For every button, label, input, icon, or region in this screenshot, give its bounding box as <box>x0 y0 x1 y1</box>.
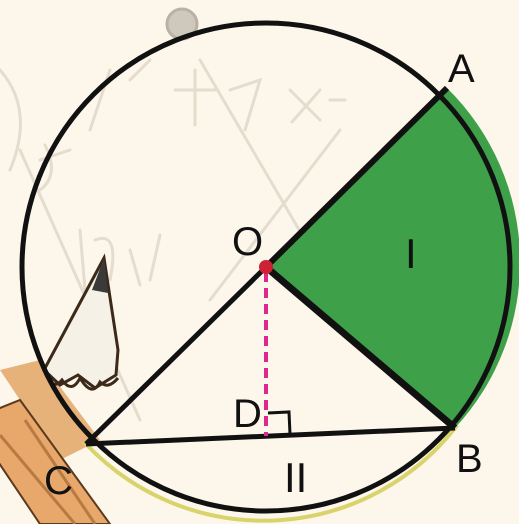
label-region-ii: II <box>284 454 307 501</box>
circle <box>19 20 513 514</box>
segment-region-ii <box>81 425 460 523</box>
label-region-i: I <box>405 230 417 277</box>
label-point-b: B <box>456 437 483 481</box>
label-point-a: A <box>448 47 475 91</box>
pencil-icon <box>0 253 120 524</box>
sector-region-i <box>266 88 519 428</box>
label-point-o: O <box>232 220 263 264</box>
radius-ob <box>263 264 458 431</box>
label-point-c: C <box>44 459 73 503</box>
radius-oc <box>84 265 268 446</box>
radius-oa <box>263 85 450 270</box>
label-point-d: D <box>233 392 262 436</box>
right-angle-marker <box>267 410 292 435</box>
center-point-o <box>259 260 273 274</box>
chord-cb <box>85 425 456 447</box>
